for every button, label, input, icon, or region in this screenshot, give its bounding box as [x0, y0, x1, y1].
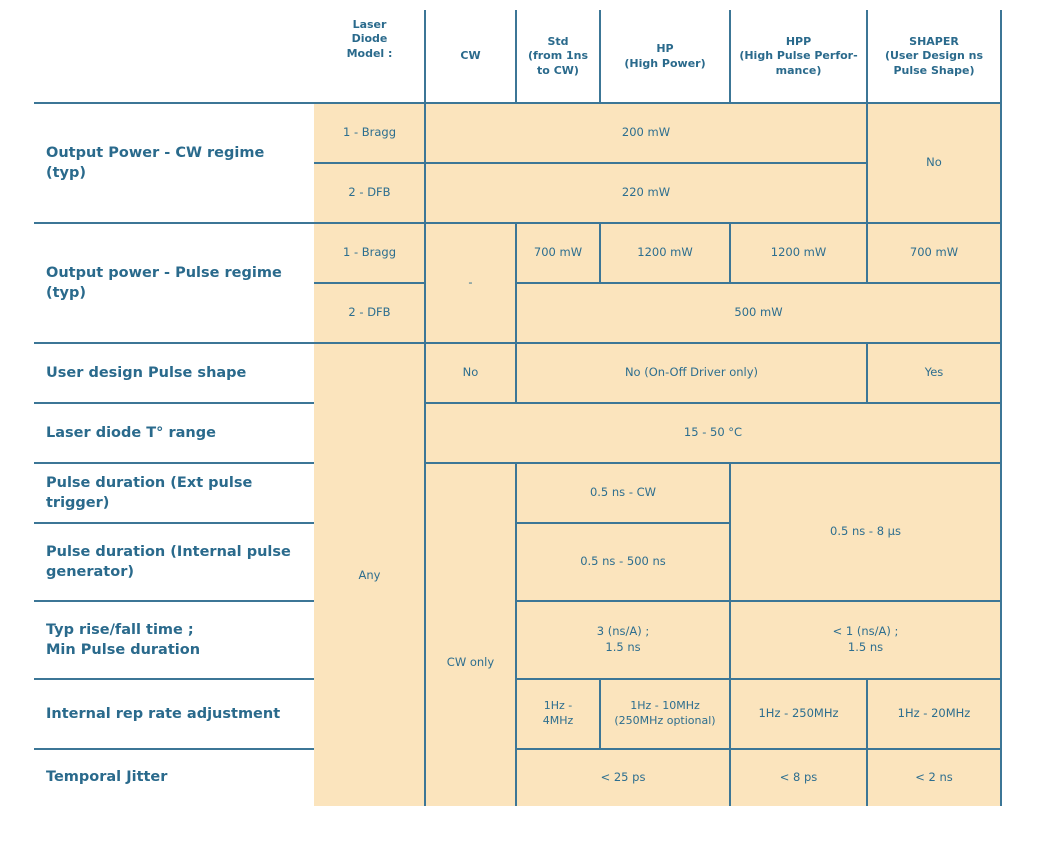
jitter-shaper: < 2 ns — [915, 769, 953, 784]
grid-line — [516, 600, 1001, 602]
model-column-fill — [314, 103, 425, 806]
grid-line — [516, 282, 1001, 284]
cw-power-bragg-model: 1 - Bragg — [342, 125, 397, 140]
grid-line — [729, 223, 731, 283]
row-label-pulse-int: Pulse duration (Internal pulse generator… — [46, 543, 291, 580]
header-model: Laser Diode Model : — [346, 18, 393, 60]
row-label-temp-range: Laser diode T° range — [46, 424, 216, 441]
grid-line — [425, 462, 1001, 464]
pulse-power-std: 700 mW — [533, 245, 583, 260]
cw-pulse-power-fill — [425, 223, 516, 343]
grid-line — [515, 463, 517, 806]
jitter-std-hp: < 25 ps — [600, 769, 646, 784]
pulse-power-shaper: 700 mW — [909, 245, 959, 260]
grid-line — [34, 748, 314, 750]
cw-power-dfb-value: 220 mW — [621, 185, 671, 200]
row-label-rise-fall: Typ rise/fall time ; Min Pulse duration — [46, 621, 201, 658]
grid-line — [34, 402, 314, 404]
grid-line — [34, 522, 314, 524]
grid-line — [729, 10, 731, 103]
pulse-shape-shaper: Yes — [924, 365, 944, 380]
grid-line — [866, 10, 868, 223]
grid-line — [34, 678, 314, 680]
jitter-hpp: < 8 ps — [779, 769, 818, 784]
row-label-pulse-ext: Pulse duration (Ext pulse trigger) — [46, 474, 253, 511]
grid-line — [34, 600, 314, 602]
row-label-pulse-shape: User design Pulse shape — [46, 364, 247, 381]
pulse-ext-std-hp: 0.5 ns - CW — [589, 485, 657, 500]
pulse-shape-mid: No (On-Off Driver only) — [624, 365, 759, 380]
rep-rate-hp: 1Hz - 10MHz (250MHz optional) — [614, 699, 716, 727]
model-any: Any — [358, 567, 381, 582]
grid-line — [729, 463, 731, 806]
row-label-cw-power: Output Power - CW regime (typ) — [46, 144, 265, 181]
grid-line — [425, 402, 1001, 404]
grid-line — [515, 10, 517, 103]
temp-row-fill — [425, 403, 1001, 463]
rise-fall-std-hp: 3 (ns/A) ; 1.5 ns — [596, 624, 650, 654]
header-hpp: HPP (High Pulse Perfor- mance) — [739, 35, 858, 77]
rep-rate-std: 1Hz - 4MHz — [542, 699, 574, 727]
grid-line — [314, 282, 425, 284]
rep-rate-shaper: 1Hz - 20MHz — [897, 706, 971, 721]
rep-rate-hpp: 1Hz - 250MHz — [758, 706, 839, 721]
grid-line — [866, 343, 868, 403]
grid-line — [1000, 10, 1002, 806]
cw-power-bragg-value: 200 mW — [621, 125, 671, 140]
row-label-jitter: Temporal Jitter — [46, 769, 168, 786]
grid-line — [34, 462, 314, 464]
cw-power-shaper: No — [926, 155, 942, 170]
pulse-hpp-shaper: 0.5 ns - 8 µs — [830, 524, 901, 539]
pulse-power-hp: 1200 mW — [637, 245, 693, 260]
grid-line — [34, 102, 1001, 104]
grid-line — [424, 10, 426, 806]
grid-line — [34, 342, 1001, 344]
grid-line — [516, 678, 1001, 680]
grid-line — [515, 223, 517, 403]
grid-line — [866, 679, 868, 806]
pulse-shape-cw: No — [462, 365, 479, 380]
cw-only: CW only — [446, 655, 495, 670]
pulse-power-dfb-value: 500 mW — [734, 305, 783, 320]
header-hp: HP (High Power) — [624, 42, 706, 70]
pulse-power-dfb-model: 2 - DFB — [348, 305, 391, 320]
grid-line — [866, 223, 868, 283]
grid-line — [516, 748, 1001, 750]
pulse-power-hpp: 1200 mW — [770, 245, 827, 260]
cw-power-dfb-model: 2 - DFB — [348, 185, 391, 200]
grid-line — [599, 10, 601, 103]
grid-line — [599, 223, 601, 283]
pulse-power-cw: - — [468, 275, 473, 290]
header-std: Std (from 1ns to CW) — [527, 35, 589, 77]
grid-line — [516, 522, 730, 524]
pulse-power-bragg-model: 1 - Bragg — [342, 245, 397, 260]
pulse-int-std-hp: 0.5 ns - 500 ns — [580, 554, 666, 569]
grid-line — [34, 222, 1001, 224]
temp-range-value: 15 - 50 °C — [683, 425, 743, 440]
grid-line — [314, 162, 867, 164]
grid-line — [599, 679, 601, 749]
row-label-pulse-power: Output power - Pulse regime (typ) — [46, 264, 282, 301]
header-cw: CW — [460, 49, 481, 63]
rise-fall-hpp-shaper: < 1 (ns/A) ; 1.5 ns — [832, 624, 899, 654]
shape-row-fill — [425, 343, 1001, 403]
row-label-rep-rate: Internal rep rate adjustment — [46, 705, 281, 722]
header-shaper: SHAPER (User Design ns Pulse Shape) — [884, 35, 984, 77]
